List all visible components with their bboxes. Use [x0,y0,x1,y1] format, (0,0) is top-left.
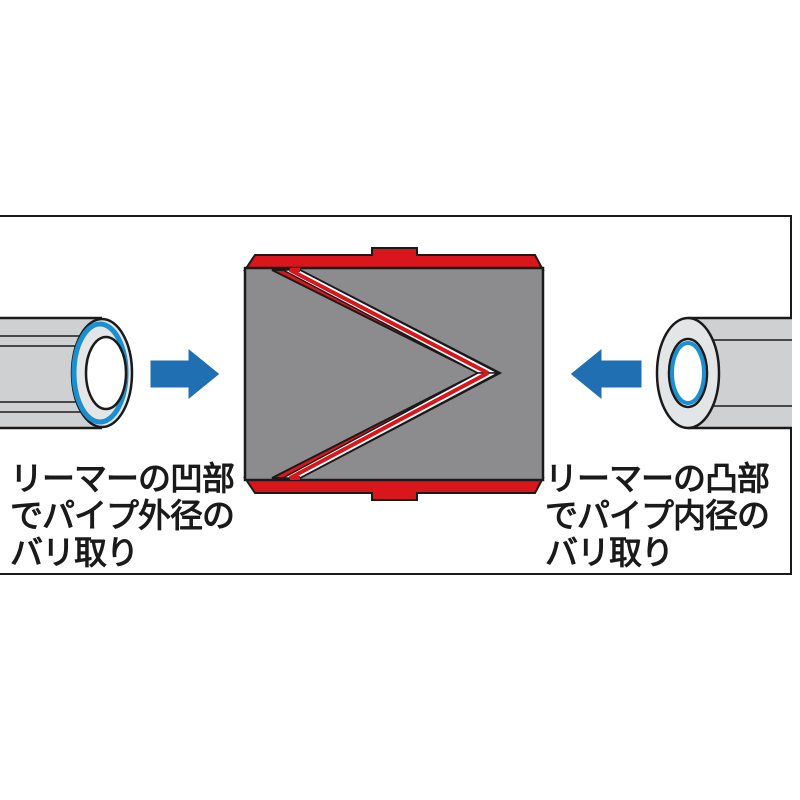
caption-outer-deburr: リーマーの凹部 でパイプ外径の バリ取り [10,459,235,572]
right-pipe-inner-blue-rim [670,341,706,405]
caption-right-line1: リーマーの凸部 [545,459,770,498]
left-arrow-icon [149,346,221,402]
caption-right-line3: バリ取り [545,533,674,572]
left-pipe-bore [84,335,128,411]
caption-left-line1: リーマーの凹部 [10,459,235,498]
right-pipe [655,316,792,430]
right-arrow-icon [569,346,643,402]
caption-left-line2: でパイプ外径の [10,496,235,535]
caption-right-line2: でパイプ内径の [545,496,770,535]
left-pipe [0,316,134,430]
caption-inner-deburr: リーマーの凸部 でパイプ内径の バリ取り [545,459,770,572]
reamer-top-shoulder [243,247,545,271]
reamer-bottom-shoulder [243,477,545,501]
reamer [243,247,545,501]
caption-left-line3: バリ取り [10,533,139,572]
right-pipe-bore [667,337,709,409]
